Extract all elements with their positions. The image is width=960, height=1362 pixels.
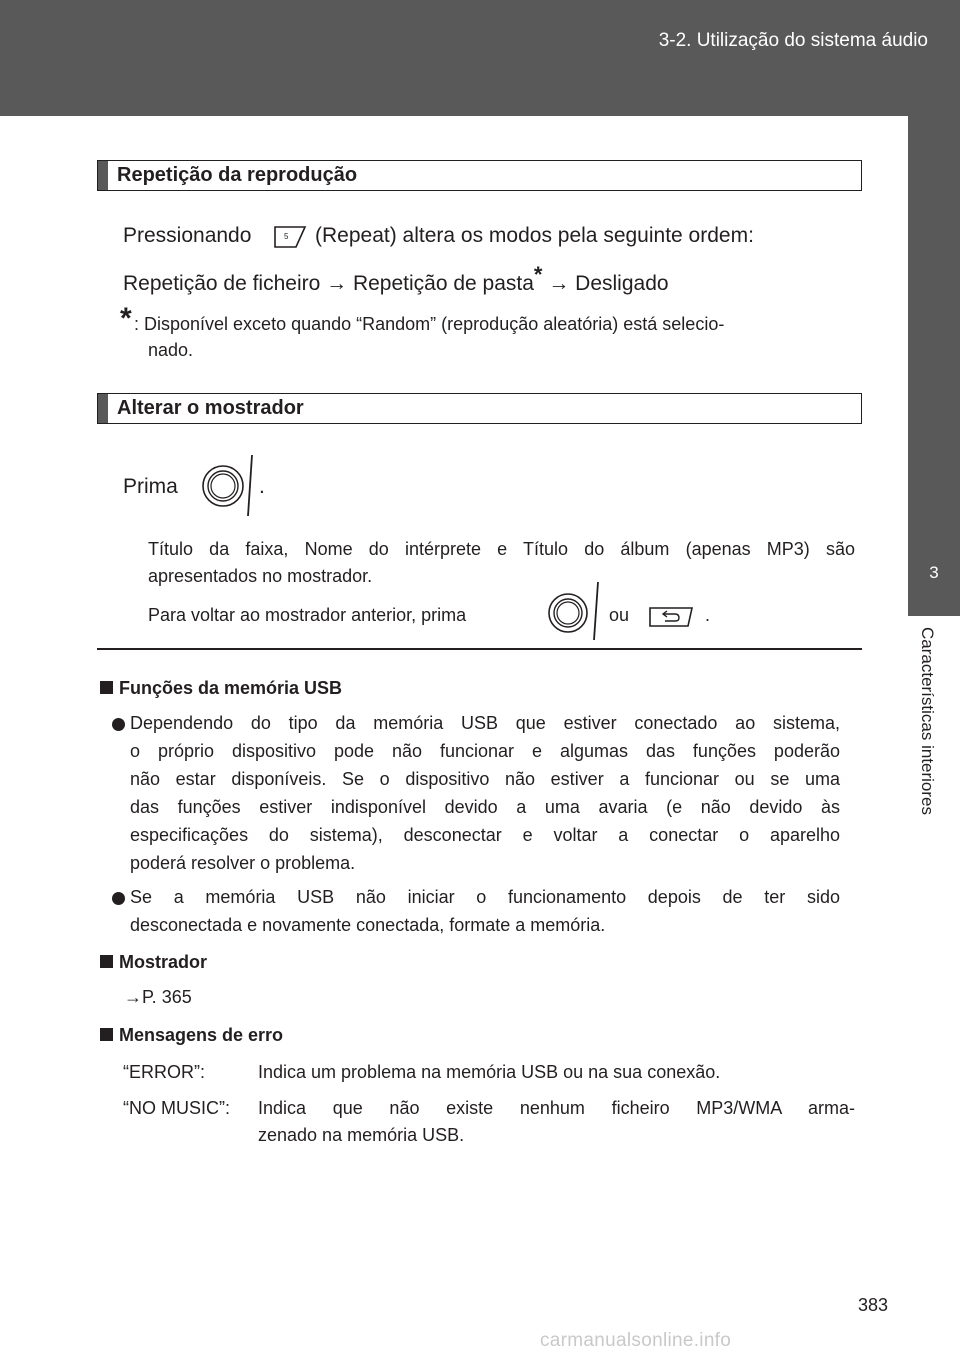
repeat-order-line: Repetição de ficheiro → Repetição de pas… — [123, 262, 669, 296]
usb-b2-line2: desconectada e novamente conectada, form… — [130, 915, 606, 935]
round-bullet-icon — [112, 718, 125, 731]
heading-repeat-text: Repetição da reprodução — [117, 164, 358, 186]
chapter-label-text: Características interiores — [918, 627, 937, 816]
chapter-number: 3 — [929, 563, 939, 582]
display-desc-line2: apresentados no mostrador. — [148, 566, 373, 586]
usb-b2-line1: Se a memória USB não iniciar o funcionam… — [130, 887, 840, 907]
round-bullet-icon — [112, 892, 125, 905]
note-errors-title: Mensagens de erro — [100, 1025, 283, 1046]
square-bullet-icon — [100, 681, 113, 694]
footnote-line1: : Disponível exceto quando “Random” (rep… — [134, 314, 725, 334]
usb-b1-line1: Dependendo do tipo da memória USB que es… — [130, 713, 840, 733]
error-text-2a: Indica que não existe nenhum ficheiro MP… — [258, 1098, 855, 1118]
prima-period: . — [259, 475, 265, 498]
heading-bar — [98, 394, 108, 423]
error-code-1: “ERROR”: — [123, 1062, 205, 1082]
usb-b1-line5: especificações do sistema), desconectar … — [130, 825, 840, 845]
footnote-star: * — [120, 302, 132, 335]
heading-bar — [98, 161, 108, 190]
svg-text:5: 5 — [284, 232, 289, 241]
error-code-2: “NO MUSIC”: — [123, 1098, 230, 1118]
display-page-ref: →P. 365 — [124, 987, 192, 1007]
error-text-2b: zenado na memória USB. — [258, 1125, 465, 1145]
usb-b1-line3: não estar disponíveis. Se o dispositivo … — [130, 769, 840, 789]
repeat-order-a: Repetição de ficheiro → Repetição de pas… — [123, 272, 534, 295]
back-button-icon — [649, 607, 693, 627]
tune-knob-icon — [202, 454, 253, 517]
note-display-title-text: Mostrador — [119, 952, 208, 972]
watermark: carmanualsonline.info — [540, 1330, 732, 1351]
prima-text: Prima — [123, 475, 178, 498]
repeat-line1-pre: Pressionando — [123, 224, 252, 247]
repeat-button-icon: 5 — [274, 226, 307, 248]
tune-knob-icon — [548, 581, 599, 641]
back-ou: ou — [609, 605, 630, 625]
note-display-title: Mostrador — [100, 952, 207, 973]
square-bullet-icon — [100, 955, 113, 968]
repeat-order-b: → Desligado — [542, 272, 669, 295]
heading-repeat: Repetição da reprodução — [97, 160, 862, 191]
usb-b1-line6: poderá resolver o problema. — [130, 853, 356, 873]
header-bar: 3-2. Utilização do sistema áudio — [0, 0, 960, 116]
note-errors-title-text: Mensagens de erro — [119, 1025, 284, 1045]
heading-display-text: Alterar o mostrador — [117, 397, 304, 419]
note-usb-title-text: Funções da memória USB — [119, 678, 343, 698]
section-title: 3-2. Utilização do sistema áudio — [658, 30, 928, 51]
footnote-line2: nado. — [148, 340, 194, 360]
divider — [97, 648, 862, 650]
usb-b1-line2: o próprio dispositivo pode não funcionar… — [130, 741, 840, 761]
note-usb-title: Funções da memória USB — [100, 678, 342, 699]
repeat-order-star: * — [533, 262, 543, 287]
repeat-line1-post: (Repeat) altera os modos pela seguinte o… — [315, 224, 754, 247]
chapter-label: Características interiores — [905, 627, 957, 867]
usb-b1-line4: das funções estiver indisponível devido … — [130, 797, 840, 817]
display-desc-line1: Título da faixa, Nome do intérprete e Tí… — [148, 539, 855, 559]
error-text-1: Indica um problema na memória USB ou na … — [258, 1062, 721, 1082]
heading-display: Alterar o mostrador — [97, 393, 862, 424]
square-bullet-icon — [100, 1028, 113, 1041]
back-text: Para voltar ao mostrador anterior, prima — [148, 605, 467, 625]
chapter-tab: 3 — [908, 116, 960, 616]
back-end: . — [705, 605, 711, 625]
page-number: 383 — [858, 1295, 889, 1315]
